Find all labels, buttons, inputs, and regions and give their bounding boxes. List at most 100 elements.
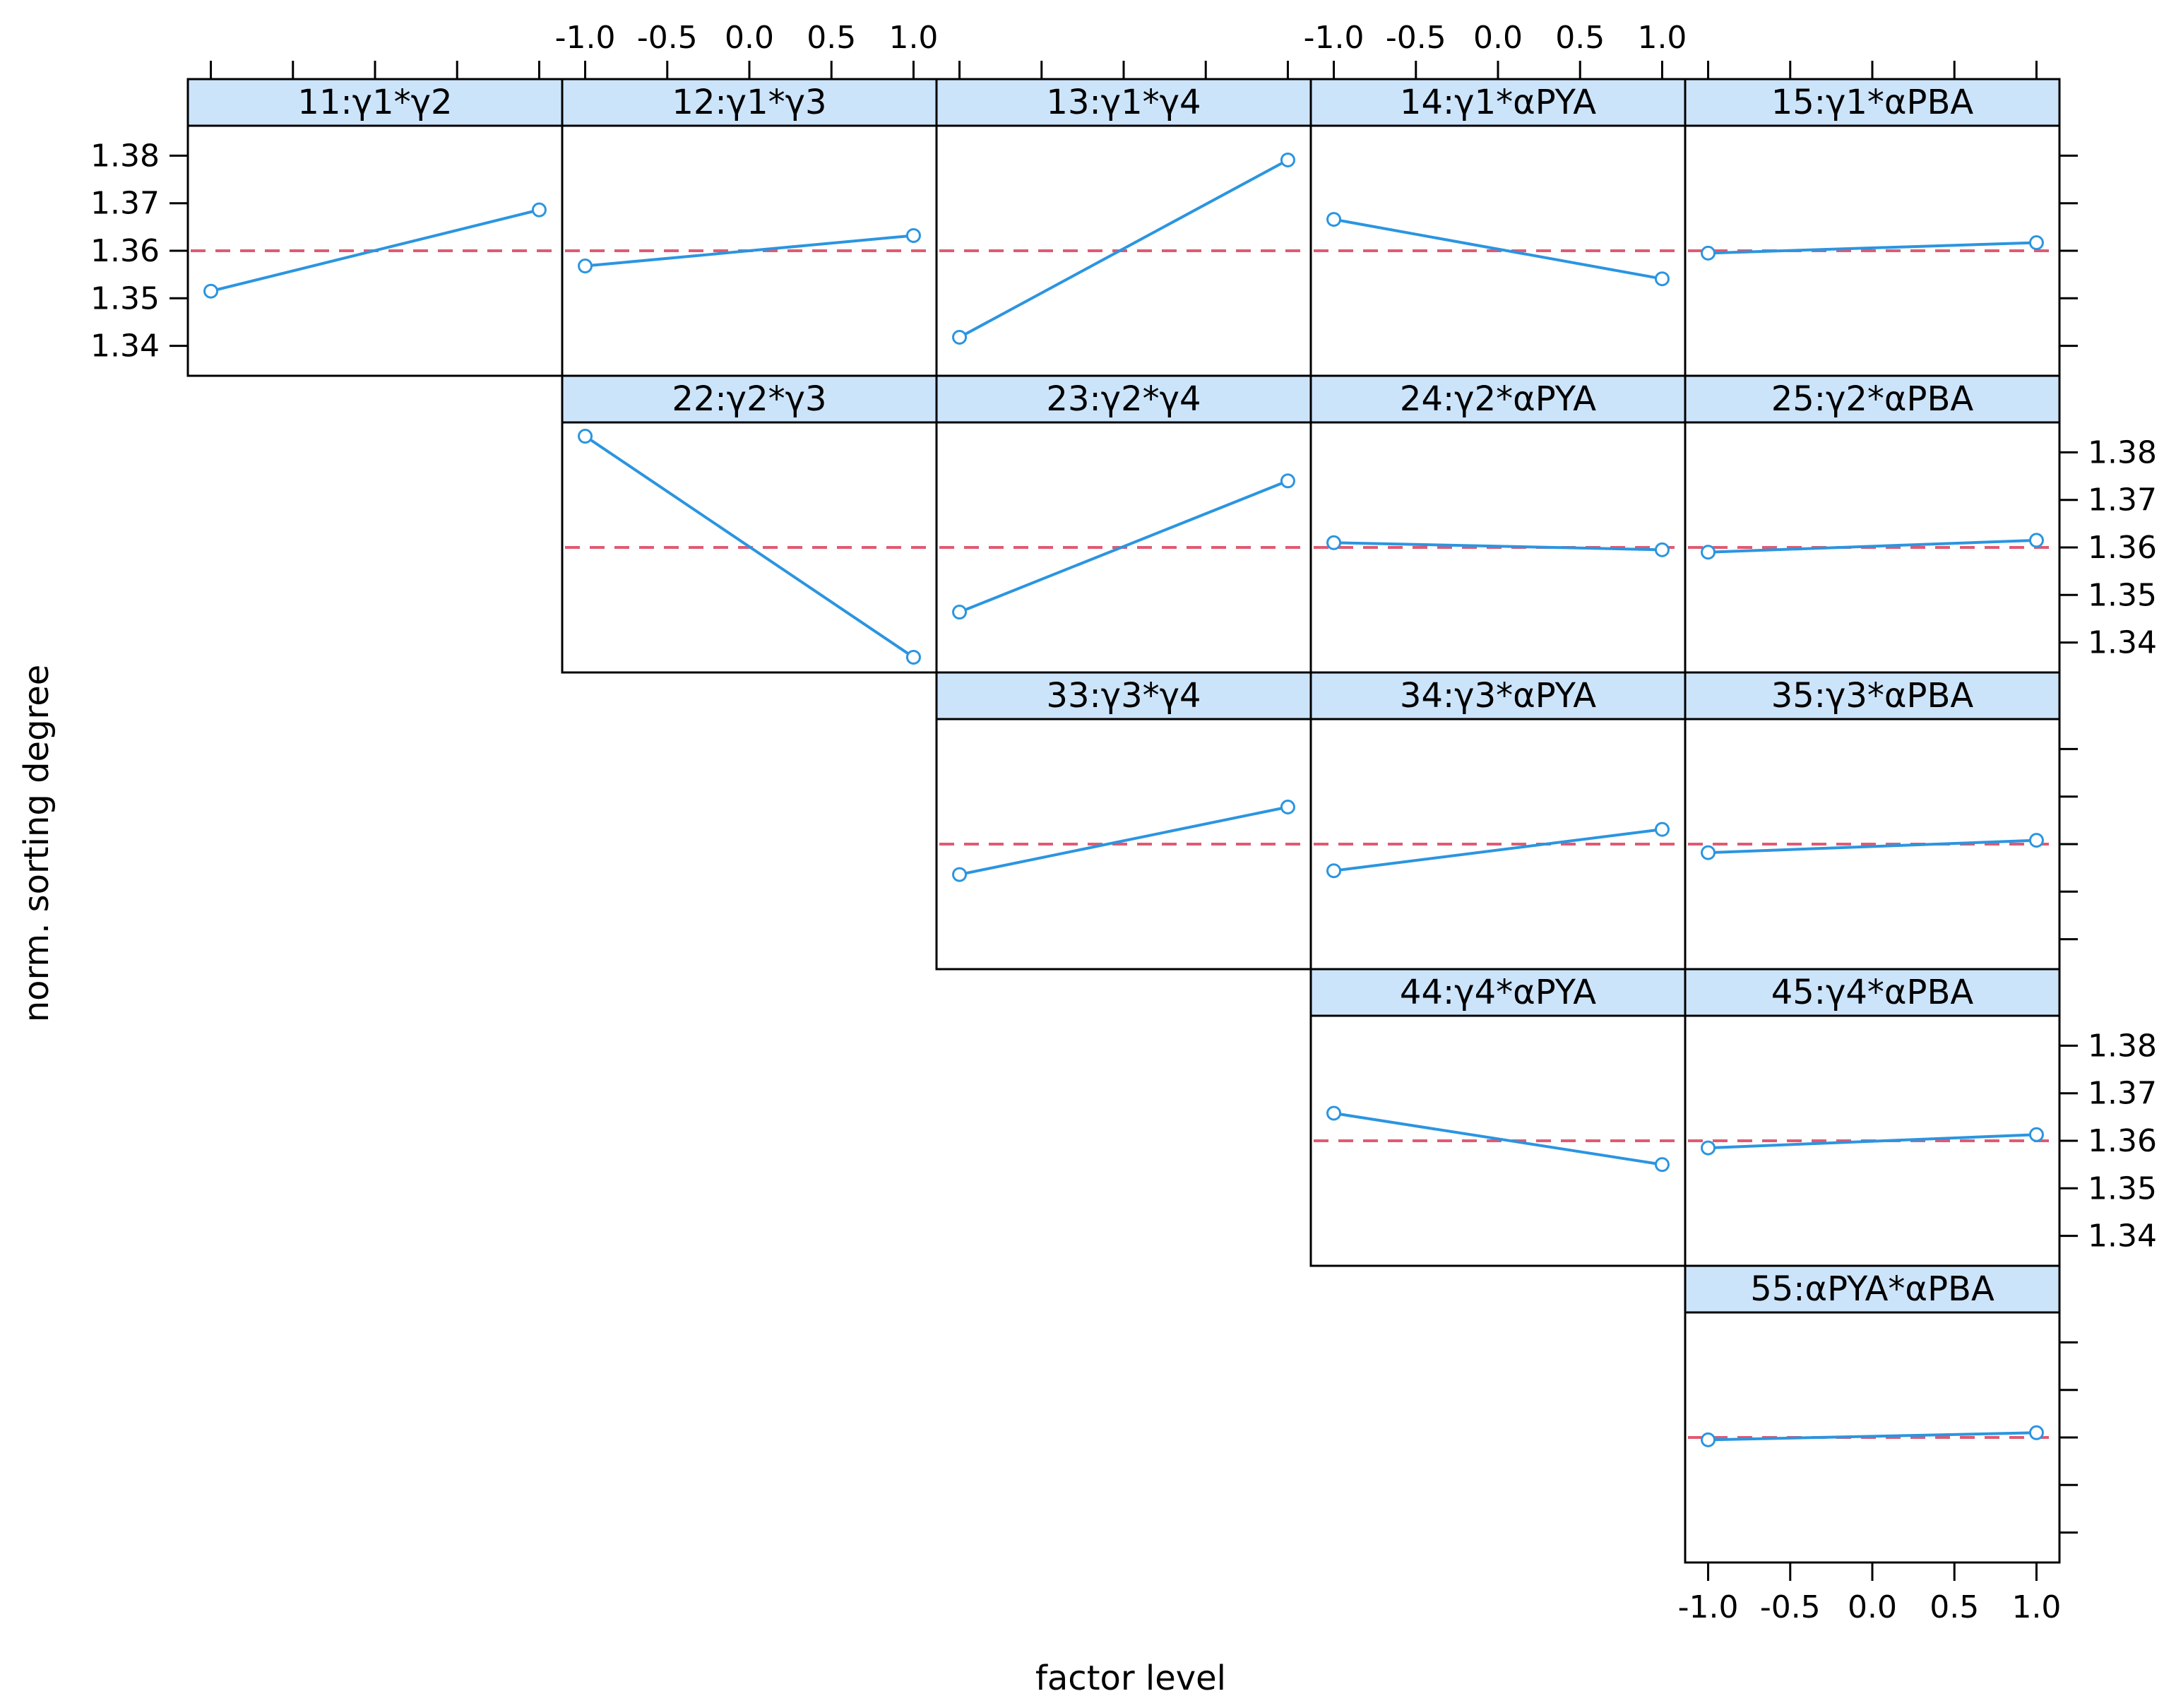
data-point-25-low	[1701, 545, 1716, 560]
left-axis-tick-label: 1.34	[90, 328, 160, 364]
strip-label-25: 25:γ2*αPBA	[1771, 379, 1974, 419]
data-point-11-low	[203, 283, 219, 299]
data-line-13	[958, 158, 1289, 339]
strip-label-12: 12:γ1*γ3	[672, 83, 826, 122]
strip-label-13: 13:γ1*γ4	[1046, 83, 1201, 122]
strip-label-24: 24:γ2*αPYA	[1400, 379, 1596, 419]
data-line-22	[584, 434, 915, 659]
bottom-axis-tick-label: 0.5	[1930, 1589, 1979, 1625]
data-point-34-low	[1326, 863, 1342, 879]
strip-label-44: 44:γ4*αPYA	[1400, 973, 1596, 1012]
strip-label-15: 15:γ1*αPBA	[1771, 83, 1974, 122]
right-axis-tick-label: 1.34	[2088, 1218, 2157, 1255]
top-axis-tick-label: 0.0	[1473, 20, 1523, 56]
strip-label-23: 23:γ2*γ4	[1046, 379, 1201, 419]
strip-label-45: 45:γ4*αPBA	[1771, 973, 1974, 1012]
data-point-24-high	[1654, 542, 1670, 557]
data-point-24-low	[1326, 535, 1342, 550]
strip-55	[1684, 1264, 2061, 1314]
data-line-24	[1333, 541, 1663, 552]
left-axis-tick-label: 1.36	[90, 233, 160, 269]
left-axis-tick-label: 1.35	[90, 280, 160, 316]
data-point-22-high	[905, 649, 921, 665]
data-line-23	[958, 479, 1289, 614]
top-axis-tick-label: -0.5	[1386, 20, 1446, 56]
data-point-13-high	[1280, 152, 1295, 167]
data-point-44-low	[1326, 1105, 1342, 1121]
strip-25	[1684, 374, 2061, 424]
strip-label-34: 34:γ3*αPYA	[1400, 676, 1596, 716]
data-point-25-high	[2028, 533, 2044, 548]
data-point-13-low	[952, 329, 968, 345]
data-point-15-high	[2028, 235, 2044, 251]
data-line-44	[1333, 1111, 1663, 1166]
right-axis-tick-label: 1.36	[2088, 1123, 2157, 1159]
data-point-34-high	[1654, 822, 1670, 837]
data-line-45	[1708, 1133, 2037, 1150]
data-point-14-low	[1326, 212, 1342, 227]
data-point-12-high	[905, 227, 921, 243]
top-axis-tick-label: -1.0	[1304, 20, 1365, 56]
data-point-14-high	[1654, 271, 1670, 287]
top-axis-tick-label: -0.5	[637, 20, 698, 56]
data-line-55	[1708, 1431, 2037, 1442]
strip-45	[1684, 968, 2061, 1017]
data-line-25	[1708, 538, 2037, 554]
data-point-22-low	[578, 429, 593, 444]
data-point-35-low	[1701, 845, 1716, 860]
strip-label-55: 55:αPYA*αPBA	[1750, 1269, 1994, 1309]
data-point-55-low	[1701, 1432, 1716, 1447]
right-axis-tick-label: 1.37	[2088, 1076, 2157, 1112]
top-axis-tick-label: -1.0	[555, 20, 616, 56]
bottom-axis-tick-label: -0.5	[1760, 1589, 1821, 1625]
strip-11	[186, 78, 564, 127]
data-point-44-high	[1654, 1157, 1670, 1173]
right-axis-tick-label: 1.36	[2088, 530, 2157, 566]
data-point-45-high	[2028, 1127, 2044, 1142]
data-point-23-low	[952, 605, 968, 620]
bottom-axis-tick-label: 1.0	[2011, 1589, 2061, 1625]
strip-label-11: 11:γ1*γ2	[297, 83, 452, 122]
strip-12	[561, 78, 938, 127]
data-point-15-low	[1701, 245, 1716, 261]
data-line-14	[1333, 218, 1663, 280]
y-axis-title: norm. sorting degree	[17, 664, 57, 1023]
data-line-11	[210, 208, 540, 293]
right-axis-tick-label: 1.35	[2088, 1170, 2157, 1206]
data-point-12-low	[578, 259, 593, 274]
strip-33	[935, 671, 1312, 720]
bottom-axis-tick-label: -1.0	[1678, 1589, 1739, 1625]
data-line-12	[585, 234, 914, 268]
right-axis-tick-label: 1.38	[2088, 434, 2157, 470]
data-point-33-low	[952, 867, 968, 882]
data-point-33-high	[1280, 800, 1295, 815]
data-point-55-high	[2028, 1425, 2044, 1440]
strip-label-14: 14:γ1*αPYA	[1400, 83, 1596, 122]
left-axis-tick-label: 1.37	[90, 186, 160, 222]
right-axis-tick-label: 1.34	[2088, 625, 2157, 661]
right-axis-tick-label: 1.38	[2088, 1028, 2157, 1064]
strip-24	[1309, 374, 1687, 424]
data-line-35	[1708, 838, 2037, 855]
left-axis-tick-label: 1.38	[90, 138, 160, 174]
strip-35	[1684, 671, 2061, 720]
bottom-axis-tick-label: 0.0	[1848, 1589, 1897, 1625]
x-axis-title: factor level	[1035, 1659, 1227, 1698]
strip-label-33: 33:γ3*γ4	[1046, 676, 1201, 716]
data-point-35-high	[2028, 833, 2044, 848]
data-point-45-low	[1701, 1140, 1716, 1156]
top-axis-tick-label: 1.0	[888, 20, 938, 56]
strip-14	[1309, 78, 1687, 127]
right-axis-tick-label: 1.37	[2088, 482, 2157, 518]
strip-label-22: 22:γ2*γ3	[672, 379, 826, 419]
data-point-23-high	[1280, 473, 1295, 489]
top-axis-tick-label: 0.5	[807, 20, 856, 56]
data-line-33	[959, 805, 1288, 877]
top-axis-tick-label: 0.0	[725, 20, 774, 56]
right-axis-tick-label: 1.35	[2088, 577, 2157, 613]
data-point-11-high	[531, 202, 547, 218]
data-line-34	[1333, 828, 1663, 872]
strip-label-35: 35:γ3*αPBA	[1771, 676, 1974, 716]
